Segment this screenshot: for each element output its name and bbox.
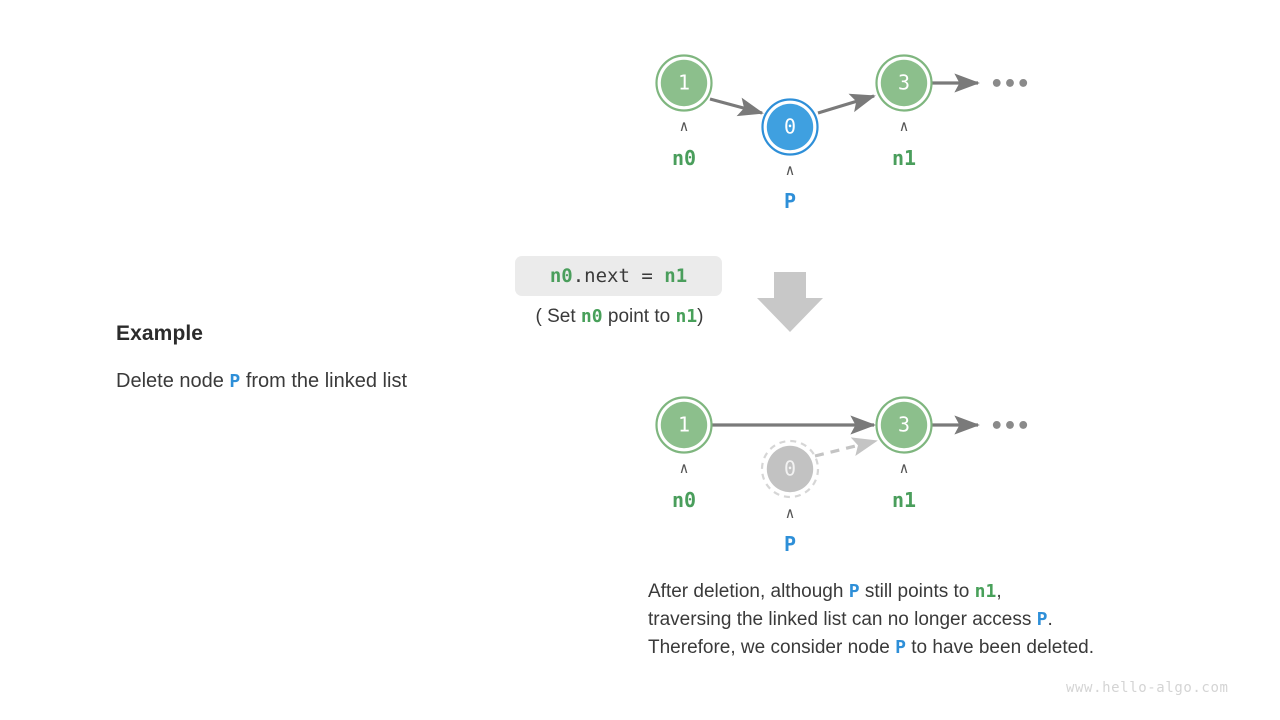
node-body <box>660 401 708 449</box>
line1-token-p: P <box>848 581 860 602</box>
line3-part-a: Therefore, we consider node <box>648 637 896 658</box>
caption-part-open: ( Set <box>535 306 581 327</box>
node-outer-ring <box>655 396 713 454</box>
pointer-label-n1: n1 <box>892 488 916 512</box>
node-body <box>880 401 928 449</box>
node-value: 0 <box>784 457 796 481</box>
line1-part-a: After deletion, although <box>648 581 849 602</box>
node-outer-ring <box>761 98 819 156</box>
node-value: 1 <box>678 71 690 95</box>
caption-part-mid: point to <box>602 306 676 327</box>
description-suffix: from the linked list <box>240 370 407 392</box>
list-node-1[interactable]: 1 <box>655 54 713 112</box>
line2-token-p: P <box>1036 609 1048 630</box>
description-prefix: Delete node <box>116 370 230 392</box>
pointer-caret-p: ∧ <box>785 161 794 179</box>
tail-ellipsis: ••• <box>990 72 1030 97</box>
list-node-1[interactable]: 1 <box>655 396 713 454</box>
caption-token-n0: n0 <box>580 306 603 327</box>
node-outer-ring-dashed <box>760 439 820 499</box>
pointer-label-p: P <box>784 189 796 213</box>
site-watermark: www.hello-algo.com <box>1066 680 1229 696</box>
pointer-caret-n1: ∧ <box>899 459 908 477</box>
list-node-3[interactable]: 3 <box>875 396 933 454</box>
operation-code-box: n0.next = n1 <box>515 256 722 296</box>
description-token-p: P <box>229 371 241 392</box>
node-body <box>766 103 814 151</box>
explanation-line-2: traversing the linked list can no longer… <box>648 606 1094 634</box>
node-body <box>880 59 928 107</box>
diagram-before-deletion: 1 ∧ n0 0 ∧ P 3 ∧ n1 ••• <box>655 54 1030 213</box>
pointer-label-n1: n1 <box>892 146 916 170</box>
node-value: 3 <box>898 71 910 95</box>
example-heading: Example <box>116 322 204 345</box>
list-node-3[interactable]: 3 <box>875 54 933 112</box>
diagram-after-deletion: 1 ∧ n0 0 ∧ P 3 ∧ n1 ••• <box>655 396 1030 556</box>
list-node-p[interactable]: 0 <box>761 98 819 156</box>
line3-part-b: to have been deleted. <box>905 637 1095 658</box>
list-node-p-deleted[interactable]: 0 <box>760 439 820 499</box>
pointer-caret-n1: ∧ <box>899 117 908 135</box>
line2-part-b: . <box>1047 609 1053 630</box>
explanation-line-3: Therefore, we consider node P to have be… <box>648 634 1094 662</box>
pointer-caret-n0: ∧ <box>679 117 688 135</box>
edge-p-to-n1-stale <box>814 437 878 458</box>
tail-ellipsis: ••• <box>990 414 1030 439</box>
caption-token-n1: n1 <box>675 306 698 327</box>
pointer-label-n0: n0 <box>672 488 696 512</box>
code-token-next: .next = <box>572 265 665 287</box>
node-outer-ring <box>875 396 933 454</box>
node-outer-ring <box>875 54 933 112</box>
pointer-caret-p: ∧ <box>785 504 794 522</box>
node-outer-ring <box>655 54 713 112</box>
line1-token-n1: n1 <box>974 581 997 602</box>
code-token-n1: n1 <box>664 265 688 287</box>
line1-part-c: , <box>996 581 1002 602</box>
example-description: Delete node P from the linked list <box>116 370 407 393</box>
pointer-label-n0: n0 <box>672 146 696 170</box>
down-arrow-icon <box>757 272 823 332</box>
node-body <box>660 59 708 107</box>
node-value: 3 <box>898 413 910 437</box>
edge-p-to-n1 <box>817 93 876 115</box>
node-body <box>766 445 814 493</box>
edge-n0-to-p <box>709 97 764 117</box>
operation-caption: ( Set n0 point to n1) <box>512 306 727 328</box>
pointer-label-p: P <box>784 532 796 556</box>
explanation-line-1: After deletion, although P still points … <box>648 578 1094 606</box>
line1-part-b: still points to <box>859 581 975 602</box>
line2-part-a: traversing the linked list can no longer… <box>648 609 1037 630</box>
node-value: 1 <box>678 413 690 437</box>
explanation-text: After deletion, although P still points … <box>648 578 1094 662</box>
pointer-caret-n0: ∧ <box>679 459 688 477</box>
node-value: 0 <box>784 115 796 139</box>
code-token-n0: n0 <box>549 265 573 287</box>
line3-token-p: P <box>895 637 906 658</box>
caption-part-close: ) <box>697 306 704 327</box>
